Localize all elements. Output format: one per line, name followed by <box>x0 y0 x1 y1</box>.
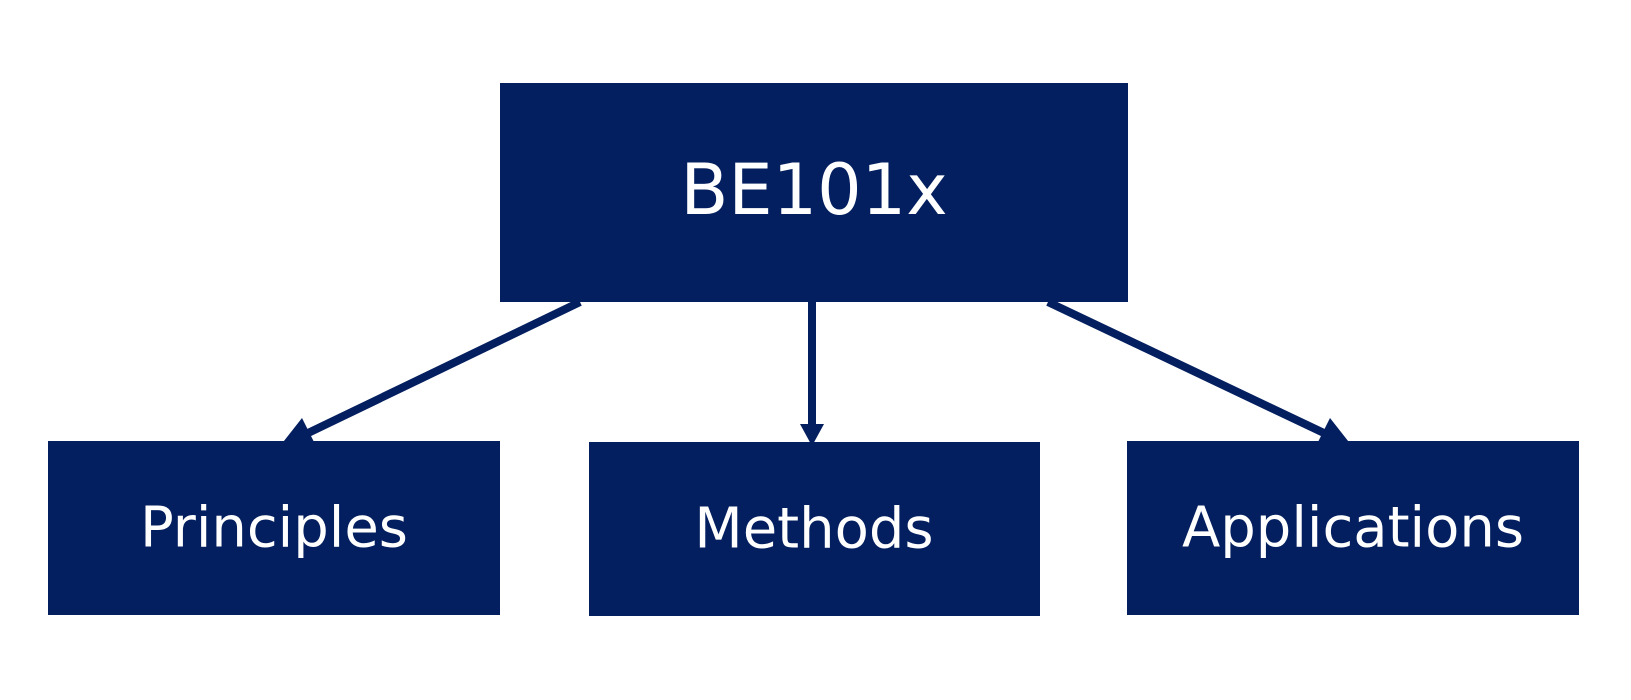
arrowhead-applications <box>1317 418 1352 446</box>
methods-node-label: Methods <box>694 497 933 562</box>
root-node: BE101x <box>500 83 1128 302</box>
edge-root-to-principles <box>304 298 582 438</box>
arrowhead-principles <box>280 418 315 446</box>
edge-root-to-applications <box>1046 298 1328 438</box>
child-node-principles: Principles <box>48 441 500 615</box>
child-node-methods: Methods <box>589 442 1040 616</box>
applications-node-box <box>1127 441 1579 615</box>
root-node-box <box>500 83 1128 302</box>
principles-node-label: Principles <box>140 496 408 561</box>
methods-node-box <box>589 442 1040 616</box>
principles-node-box <box>48 441 500 615</box>
edges <box>280 298 1352 446</box>
root-node-label: BE101x <box>680 149 947 231</box>
child-node-applications: Applications <box>1127 441 1579 615</box>
applications-node-label: Applications <box>1182 496 1524 561</box>
arrowhead-methods <box>800 424 824 446</box>
